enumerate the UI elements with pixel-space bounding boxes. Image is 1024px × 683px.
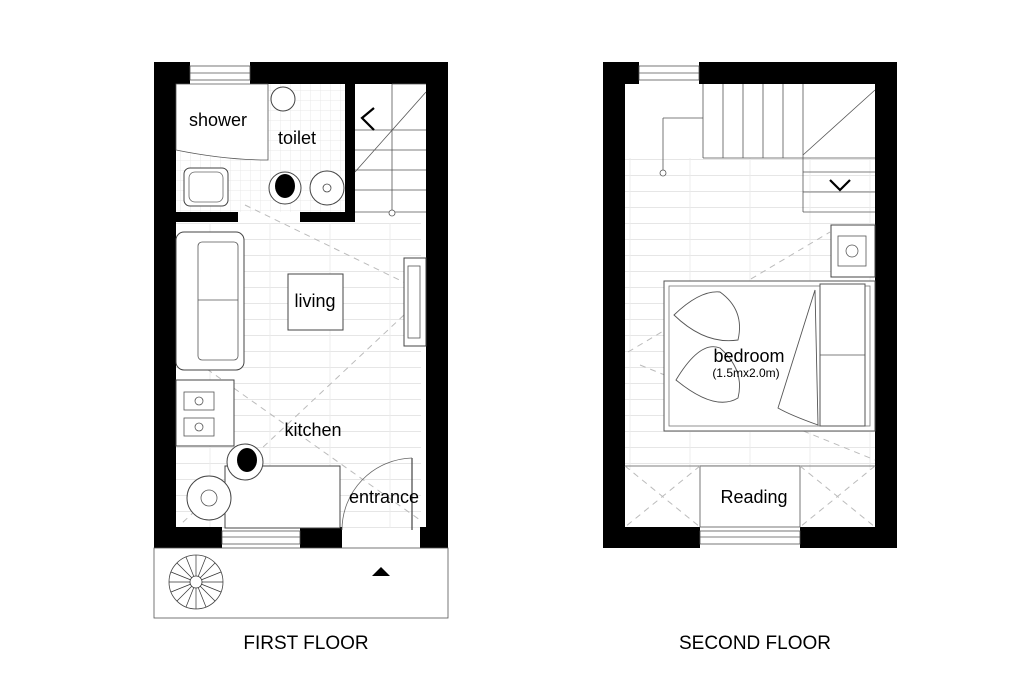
bed-sheet-fold [777, 289, 819, 426]
bathroom-fixtures [183, 167, 345, 207]
room-label-reading: Reading [720, 487, 787, 507]
second-floor-caption: SECOND FLOOR [679, 633, 831, 654]
person-icon [237, 448, 257, 472]
room-label-entrance: entrance [349, 487, 419, 507]
bedroom-size-label: (1.5mx2.0m) [712, 366, 779, 380]
room-label-toilet: toilet [278, 128, 316, 148]
porch [153, 547, 449, 619]
sofa [175, 231, 245, 371]
second-floor-plan: bedroom (1.5mx2.0m) Reading SECOND FLOOR [603, 62, 897, 654]
plant-icon [168, 554, 224, 610]
first-floor-stairs [354, 83, 427, 217]
bedroom-sink [830, 224, 876, 278]
entry-arrow-icon [372, 567, 390, 576]
second-floor-walls [603, 62, 897, 548]
first-floor-diagonals [179, 204, 421, 526]
entrance-door [341, 457, 413, 531]
first-floor-windows [189, 65, 301, 545]
stair-left-chevron-icon [360, 107, 375, 131]
pillow [675, 346, 740, 403]
shower-fixture [175, 83, 296, 161]
coffee-table [287, 273, 344, 331]
tv-unit [403, 257, 427, 347]
first-floor-plan: shower toilet living kitchen entrance FI… [153, 62, 449, 654]
first-floor-caption: FIRST FLOOR [243, 633, 368, 654]
second-floor-windows [638, 65, 801, 545]
reading-area [624, 465, 876, 528]
kitchen-counter [175, 379, 341, 529]
room-label-shower: shower [189, 110, 247, 130]
second-floor-stairs [659, 84, 876, 213]
bed [663, 280, 876, 432]
stair-down-chevron-icon [829, 179, 851, 192]
pillow [673, 291, 740, 342]
first-floor-walls [154, 62, 448, 548]
room-label-living: living [294, 291, 335, 311]
room-label-kitchen: kitchen [284, 420, 341, 440]
person-icon [275, 174, 295, 198]
room-label-bedroom: bedroom [713, 346, 784, 366]
